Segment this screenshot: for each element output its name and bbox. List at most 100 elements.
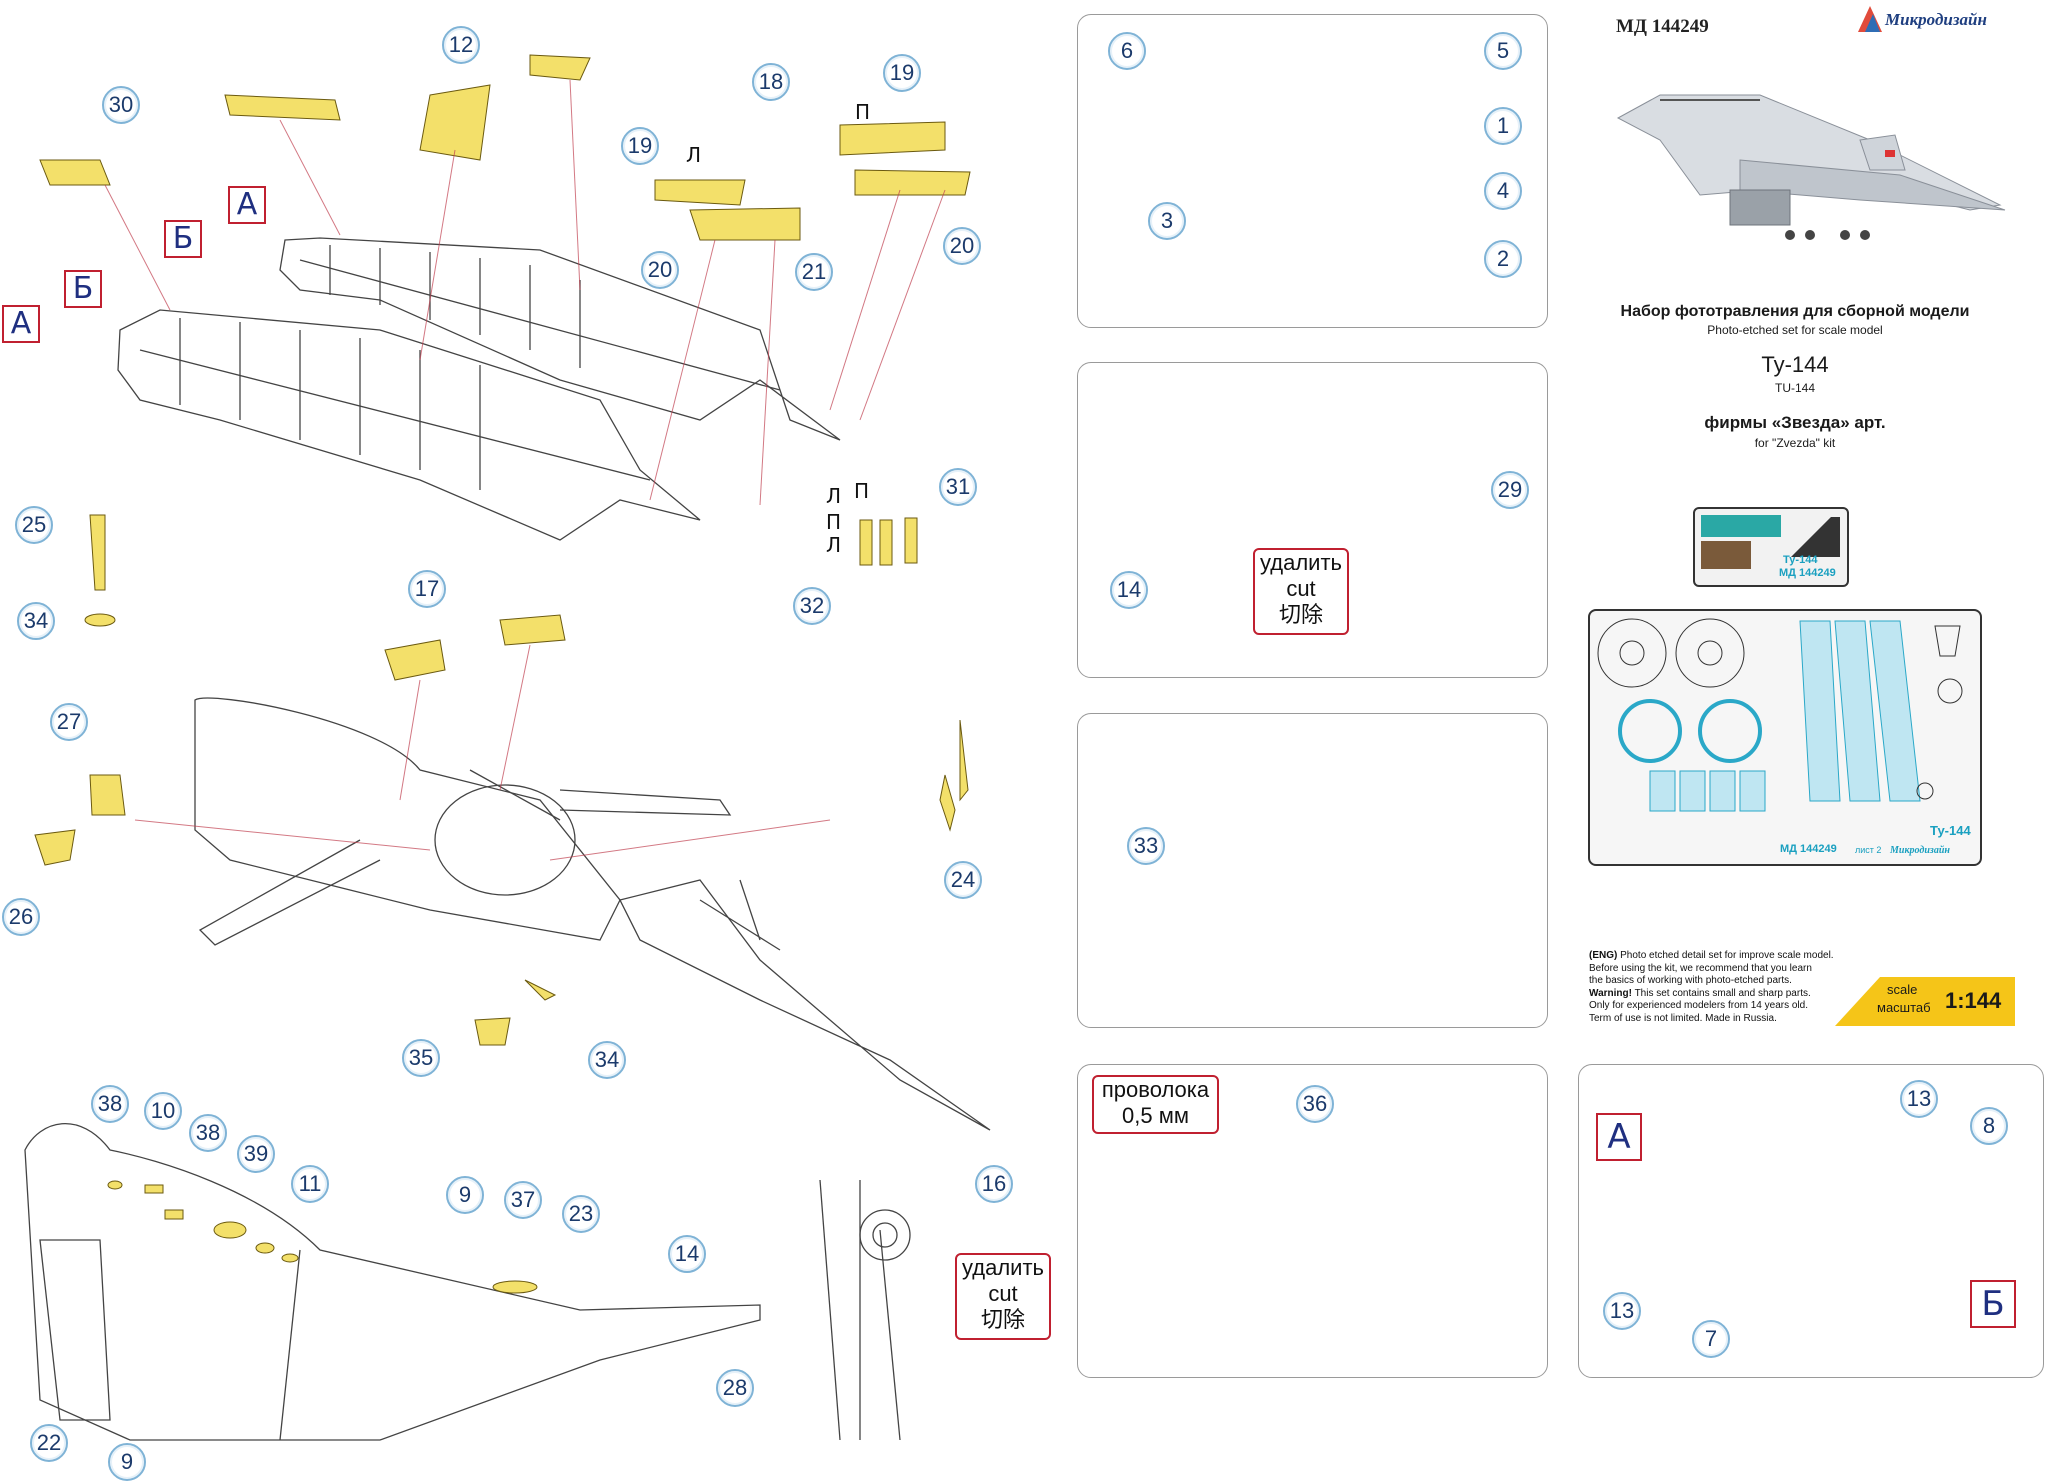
fret-large-sheet: лист 2 [1855,845,1882,855]
callout-16: 16 [975,1165,1013,1203]
callout-30: 30 [102,86,140,124]
nacelle-upper [279,237,841,441]
fret-large-brand: Микродизайн [1890,845,1950,856]
panel-cockpit [1077,14,1548,328]
fret-small-article: МД 144249 [1779,567,1836,579]
disclaimer-line5: Only for experienced modelers from 14 ye… [1589,1000,1808,1011]
callout-13b: 13 [1603,1292,1641,1330]
brand-logo: Микродизайн [1855,4,1995,34]
callout-19b: 19 [883,54,921,92]
callout-29: 29 [1491,471,1529,509]
callout-32: 32 [793,587,831,625]
disclaimer-line1: Photo etched detail set for improve scal… [1617,950,1834,961]
callout-3: 3 [1148,202,1186,240]
side-p-2: П [826,510,842,534]
label-a-nozzle: А [1596,1113,1642,1161]
nose-cone [619,879,991,1131]
disclaimer-lang: (ENG) [1589,950,1618,961]
side-l-3: Л [826,533,842,557]
fret-small: Ту-144 МД 144249 [1693,507,1849,587]
side-p-1: П [855,100,871,124]
callout-20b: 20 [943,227,981,265]
scale-label-en: scale [1887,982,1918,997]
disclaimer-line2: Before using the kit, we recommend that … [1589,962,1812,974]
callout-1: 1 [1484,107,1522,145]
callout-14a: 14 [668,1235,706,1273]
callout-11: 11 [291,1165,329,1203]
fuselage-lower [24,1123,761,1441]
brand-name: Микродизайн [1885,10,1987,29]
cut-note-1-cn: 切除 [1278,602,1323,627]
callout-31: 31 [939,468,977,506]
fret-large-name: Ту-144 [1930,823,1971,838]
callout-27: 27 [50,703,88,741]
callout-28: 28 [716,1369,754,1407]
callout-6: 6 [1108,32,1146,70]
nacelle-lower [117,309,701,541]
cut-note-2: удалить cut 切除 [955,1253,1051,1340]
callout-12: 12 [442,26,480,64]
scale-label-ru: масштаб [1877,1000,1931,1015]
callout-26: 26 [2,898,40,936]
callout-10: 10 [144,1092,182,1130]
callout-37: 37 [504,1181,542,1219]
scale-value: 1:144 [1945,988,2002,1013]
callout-9b: 9 [108,1443,146,1481]
callout-14b: 14 [1110,571,1148,609]
fuselage-mid [194,697,621,941]
callout-9a: 9 [446,1176,484,1214]
callout-34a: 34 [17,602,55,640]
callout-34b: 34 [588,1041,626,1079]
disclaimer-warning: Warning! [1589,987,1632,999]
title-ru: Набор фототравления для сборной модели [1620,303,1970,320]
maker-en: for "Zvezda" kit [1754,436,1836,450]
callout-22: 22 [30,1424,68,1462]
cut-note-1-ru: удалить [1259,550,1342,575]
callout-5: 5 [1484,32,1522,70]
callout-35: 35 [402,1039,440,1077]
side-p-3: П [854,479,870,503]
label-b-mid: Б [64,270,102,308]
cut-note-1-en: cut [1286,576,1316,601]
side-l-2: Л [826,484,842,508]
callout-7: 7 [1692,1320,1730,1358]
callout-39: 39 [237,1135,275,1173]
callout-18: 18 [752,63,790,101]
fret-large-article: МД 144249 [1780,843,1837,855]
label-b-top: Б [164,220,202,258]
model-en: TU-144 [1774,381,1815,395]
article-number: МД 144249 [1616,16,1709,37]
wire-note-size: 0,5 мм [1122,1103,1189,1128]
callout-21: 21 [795,253,833,291]
side-l-1: Л [686,143,702,167]
disclaimer: (ENG) Photo etched detail set for improv… [1589,950,1849,1025]
panel-nozzles [1578,1064,2044,1378]
cut-note-2-ru: удалить [961,1255,1044,1280]
callout-8: 8 [1970,1107,2008,1145]
wire-note: проволока 0,5 мм [1092,1075,1219,1134]
disclaimer-line3: the basics of working with photo-etched … [1589,975,1792,986]
panel-wheels [1077,713,1548,1028]
callout-19a: 19 [621,127,659,165]
callout-24: 24 [944,861,982,899]
callout-13a: 13 [1900,1080,1938,1118]
cut-note-2-en: cut [988,1281,1018,1306]
cut-note-2-cn: 切除 [980,1307,1025,1332]
cut-note-1: удалить cut 切除 [1253,548,1349,635]
callout-38a: 38 [91,1085,129,1123]
callout-33: 33 [1127,827,1165,865]
callout-25: 25 [15,506,53,544]
fret-large: Ту-144 МД 144249 лист 2 Микродизайн [1588,609,1982,866]
fret-small-name: Ту-144 [1783,554,1818,566]
callout-4: 4 [1484,172,1522,210]
title-en: Photo-etched set for scale model [1707,323,1883,337]
disclaimer-line6: Term of use is not limited. Made in Russ… [1589,1012,1777,1024]
label-a-top: А [228,186,266,224]
label-a-left: А [2,305,40,343]
callout-2: 2 [1484,240,1522,278]
label-b-nozzle: Б [1970,1280,2016,1328]
model-ru: Ту-144 [1761,352,1829,377]
callout-17: 17 [408,570,446,608]
callout-36: 36 [1296,1085,1334,1123]
disclaimer-line4: This set contains small and sharp parts. [1631,987,1811,999]
